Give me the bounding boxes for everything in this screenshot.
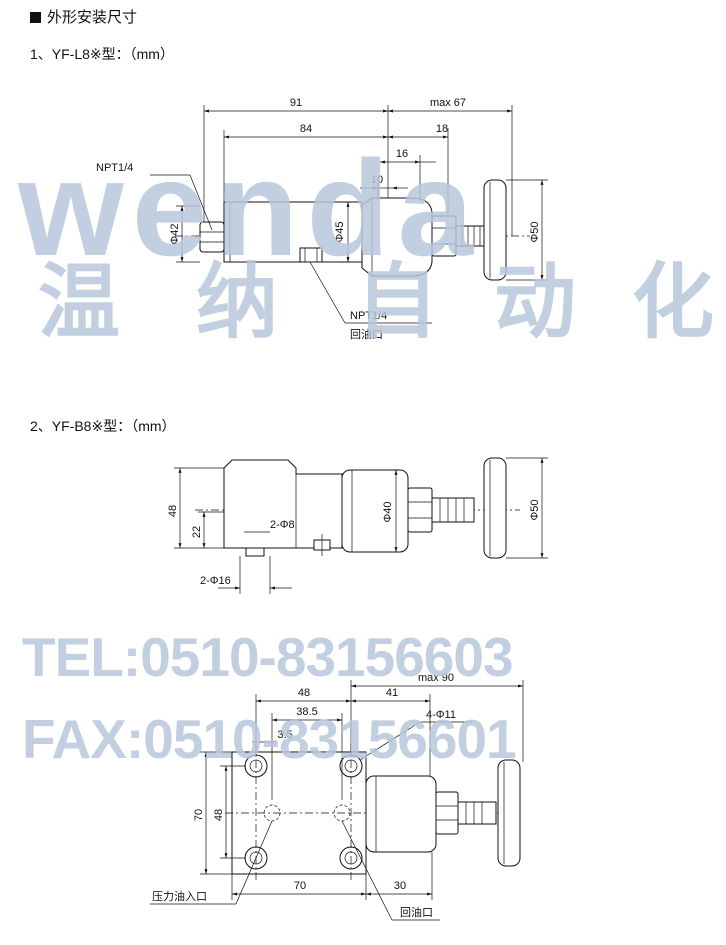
dim-phi40: Φ40 [382, 501, 394, 522]
section1-title: 1、YF-L8※型：（mm） [30, 46, 174, 62]
dim-16: 16 [396, 148, 408, 160]
label-npt-inlet: NPT1/4 [96, 162, 133, 174]
dim-phi50: Φ50 [529, 221, 541, 242]
square-bullet-icon [30, 12, 41, 23]
dim-91: 91 [290, 97, 302, 109]
dim-38-5: 38.5 [296, 706, 317, 718]
dim-phi45: Φ45 [334, 221, 346, 242]
dim-48-top: 48 [298, 687, 310, 699]
dim-22: 22 [191, 526, 203, 538]
yf-l8-drawing: 91 max 67 84 18 16 10 [96, 97, 548, 341]
dim-2-phi8: 2-Φ8 [270, 519, 295, 531]
page-title: 外形安装尺寸 [30, 6, 137, 27]
dim-84: 84 [300, 123, 312, 135]
dim-max67: max 67 [430, 97, 466, 109]
dim-18: 18 [436, 123, 448, 135]
label-npt-outlet: NPT1/4 [350, 310, 387, 322]
yf-b8-drawing: 48 22 2-Φ8 2-Φ16 Φ40 Φ50 [167, 457, 548, 594]
dim-70-vertical: 70 [193, 809, 205, 821]
dim-30: 30 [394, 880, 406, 892]
dim-max90: max 90 [418, 672, 454, 684]
label-pressure-inlet: 压力油入口 [152, 889, 207, 903]
dim-phi42: Φ42 [169, 223, 181, 244]
dim-2-phi16: 2-Φ16 [200, 575, 231, 587]
dim-48-b: 48 [167, 505, 179, 517]
label-return-port-1: 回油口 [350, 327, 383, 341]
dim-phi50-b: Φ50 [529, 499, 541, 520]
dim-3-5: 3.5 [277, 729, 292, 741]
dim-10: 10 [371, 174, 383, 186]
dim-4-phi11: 4-Φ11 [426, 709, 456, 721]
dim-70-horizontal: 70 [294, 880, 306, 892]
plan-view-drawing: 48 41 max 90 38.5 3.5 4-Φ11 70 48 70 30 … [150, 672, 524, 921]
section2-title: 2、YF-B8※型：（mm） [30, 418, 176, 434]
dim-48-vertical: 48 [213, 809, 225, 821]
label-return-port-3: 回油口 [400, 905, 433, 919]
dim-41: 41 [386, 687, 398, 699]
